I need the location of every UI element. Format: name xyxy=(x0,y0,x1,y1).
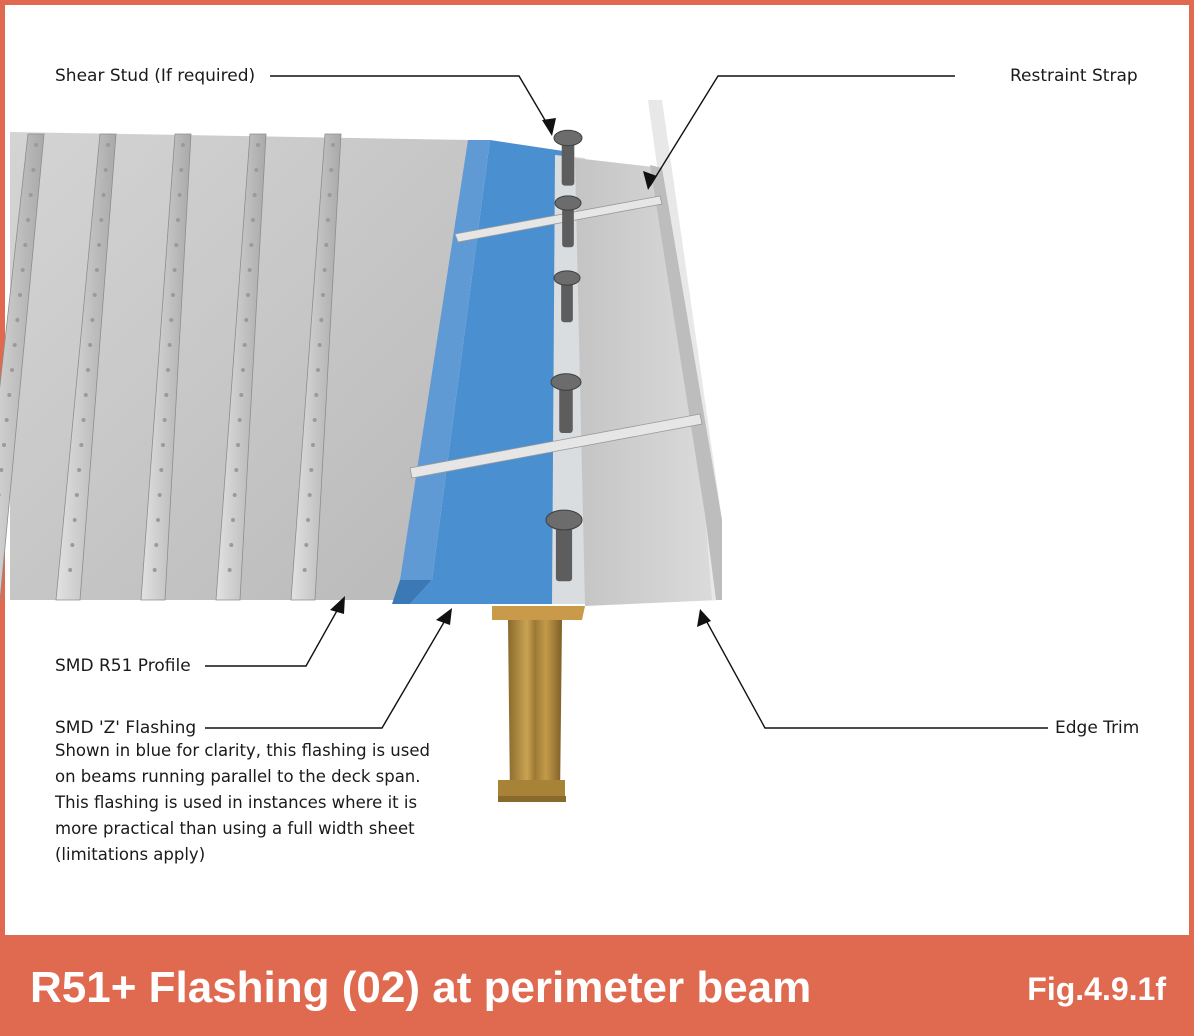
deck-diagram xyxy=(0,75,1048,802)
description-line: Shown in blue for clarity, this flashing… xyxy=(55,741,430,760)
deck-rib xyxy=(0,133,45,601)
restraint-straps xyxy=(409,195,703,479)
description-line: more practical than using a full width s… xyxy=(55,819,415,838)
deck-rib xyxy=(290,133,342,601)
label-shear-stud: Shear Stud (If required) xyxy=(55,66,256,86)
shear-stud xyxy=(550,373,582,433)
description-line: This flashing is used in instances where… xyxy=(55,793,418,812)
figure-number: Fig.4.9.1f xyxy=(1027,971,1166,1007)
deck-rib xyxy=(55,133,117,601)
shear-stud xyxy=(545,509,583,582)
description-line: on beams running parallel to the deck sp… xyxy=(55,767,421,786)
deck-rib xyxy=(140,133,192,601)
flashing-description: Shown in blue for clarity, this flashing… xyxy=(55,738,430,868)
label-r51-profile: SMD R51 Profile xyxy=(55,656,191,676)
shear-stud xyxy=(553,129,583,186)
leader-lines xyxy=(205,75,1048,729)
shear-stud xyxy=(554,195,582,248)
edge-trim-shape xyxy=(575,100,722,606)
label-edge-trim: Edge Trim xyxy=(1055,718,1140,738)
deck-rib xyxy=(215,133,267,601)
label-restraint-strap: Restraint Strap xyxy=(1010,66,1138,86)
shear-studs xyxy=(545,129,583,582)
steel-beam xyxy=(492,606,585,802)
description-line: (limitations apply) xyxy=(55,845,206,864)
footer-bar xyxy=(0,935,1194,1036)
figure-title: R51+ Flashing (02) at perimeter beam xyxy=(30,963,812,1012)
leader-arrowheads xyxy=(330,118,711,627)
r51-deck-profile xyxy=(0,132,470,601)
shear-stud xyxy=(553,270,581,323)
label-z-flashing: SMD 'Z' Flashing xyxy=(55,718,197,738)
